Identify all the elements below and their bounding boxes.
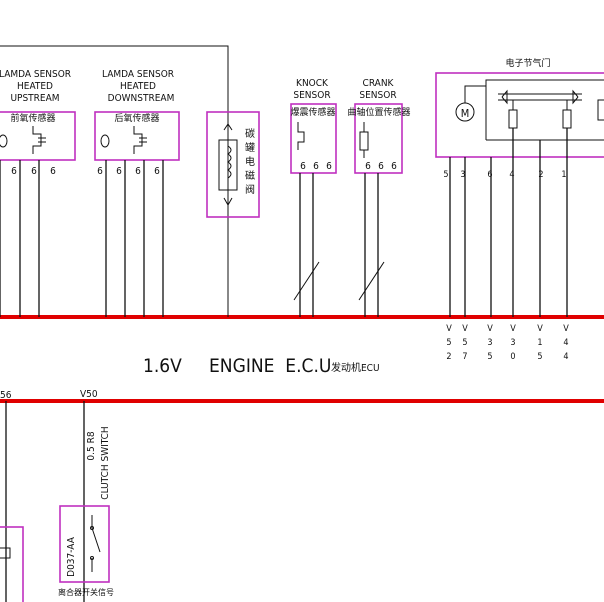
ecu-pin-3: V 3 5: [487, 324, 493, 362]
lambda-down-pin-2: 6: [116, 166, 122, 177]
throttle-pin-5: 2: [538, 170, 543, 180]
crank-line2: SENSOR: [359, 90, 396, 101]
knock-line1: KNOCK: [296, 78, 329, 89]
v50-label: V50: [80, 389, 98, 400]
clutch-wire-label: 0.5 R8: [86, 431, 97, 460]
svg-text:2: 2: [446, 352, 451, 362]
ecu-pin-6: V 4 4: [563, 324, 569, 362]
knock-wires: [293, 173, 320, 317]
svg-text:M: M: [461, 107, 470, 120]
svg-text:0: 0: [510, 352, 515, 362]
lambda-up-symbol: [0, 126, 46, 154]
svg-text:V: V: [487, 324, 493, 334]
bus-connector-56: 56: [0, 390, 12, 401]
crank-cn: 曲轴位置传感器: [347, 106, 410, 118]
canister-valve-cn: 碳罐电磁阀: [243, 127, 255, 198]
ecu-pin-1: V 5 2: [446, 324, 452, 362]
throttle-pin-3: 6: [487, 170, 492, 180]
svg-text:7: 7: [462, 352, 467, 362]
lambda-down-pin-4: 6: [154, 166, 160, 177]
throttle-symbol: M: [455, 79, 604, 141]
throttle-pin-4: 4: [509, 170, 514, 180]
svg-text:4: 4: [563, 352, 568, 362]
svg-text:V: V: [537, 324, 543, 334]
throttle-pin-1: 5: [443, 170, 448, 180]
crank-line1: CRANK: [363, 78, 395, 89]
frame-line: [0, 45, 229, 317]
svg-text:3: 3: [510, 338, 515, 348]
clutch-switch-symbol: [90, 515, 101, 572]
lambda-up-line3: UPSTREAM: [10, 93, 59, 104]
ecu-label-cn: 发动机ECU: [331, 361, 380, 374]
canister-valve-box: [206, 111, 260, 218]
crank-pin-3: 6: [391, 161, 397, 172]
clutch-cn: 离合器开关信号: [58, 587, 114, 597]
throttle-pin-2: 3: [460, 170, 465, 180]
lambda-down-cn: 后氧传感器: [114, 112, 159, 124]
svg-text:V: V: [446, 324, 452, 334]
ecu-pin-4: V 3 0: [510, 324, 516, 362]
lambda-up-line1: LAMDA SENSOR: [0, 69, 71, 80]
crank-pin-2: 6: [378, 161, 384, 172]
lambda-down-line2: HEATED: [120, 81, 156, 92]
knock-pin-3: 6: [326, 161, 332, 172]
crank-symbol: [359, 122, 369, 158]
clutch-box: [59, 505, 110, 583]
lambda-up-box: [0, 111, 76, 161]
svg-text:3: 3: [487, 338, 492, 348]
clutch-code: D037-AA: [66, 536, 77, 577]
lambda-up-line2: HEATED: [17, 81, 53, 92]
knock-pin-2: 6: [313, 161, 319, 172]
svg-text:V: V: [462, 324, 468, 334]
ecu-label: 1.6V ENGINE E.C.U: [143, 355, 331, 377]
svg-text:5: 5: [446, 338, 451, 348]
svg-text:5: 5: [462, 338, 467, 348]
crank-wires: [358, 173, 385, 317]
lambda-down-line3: DOWNSTREAM: [108, 93, 175, 104]
knock-line2: SENSOR: [293, 90, 330, 101]
ecu-pin-2: V 5 7: [462, 324, 468, 362]
knock-cn: 爆震传感器: [290, 106, 335, 118]
ecu-pin-5: V 1 5: [537, 324, 543, 362]
throttle-pin-6: 1: [561, 170, 566, 180]
svg-text:1: 1: [537, 338, 542, 348]
lambda-down-wires: [105, 160, 164, 317]
lambda-down-pin-3: 6: [135, 166, 141, 177]
left-lower-symbol: [0, 547, 11, 559]
lambda-down-symbol: [100, 126, 147, 154]
clutch-name: CLUTCH SWITCH: [100, 426, 111, 499]
lambda-down-pin-1: 6: [97, 166, 103, 177]
knock-pin-1: 6: [300, 161, 306, 172]
throttle-box: [435, 72, 604, 158]
lambda-up-pin-3: 6: [50, 166, 56, 177]
svg-text:5: 5: [487, 352, 492, 362]
lambda-down-line1: LAMDA SENSOR: [102, 69, 174, 80]
throttle-cn: 电子节气门: [505, 57, 550, 69]
svg-text:V: V: [563, 324, 569, 334]
canister-valve-symbol: [218, 123, 238, 207]
lambda-up-pin-1: 6: [11, 166, 17, 177]
lambda-down-box: [94, 111, 180, 161]
knock-symbol: [297, 122, 305, 150]
left-lower-box: [0, 526, 24, 602]
lambda-up-pin-2: 6: [31, 166, 37, 177]
throttle-wires: [449, 128, 568, 317]
svg-text:V: V: [510, 324, 516, 334]
svg-text:5: 5: [537, 352, 542, 362]
svg-text:4: 4: [563, 338, 568, 348]
lambda-up-cn: 前氧传感器: [10, 112, 55, 124]
lambda-up-wires: [0, 160, 40, 317]
crank-pin-1: 6: [365, 161, 371, 172]
